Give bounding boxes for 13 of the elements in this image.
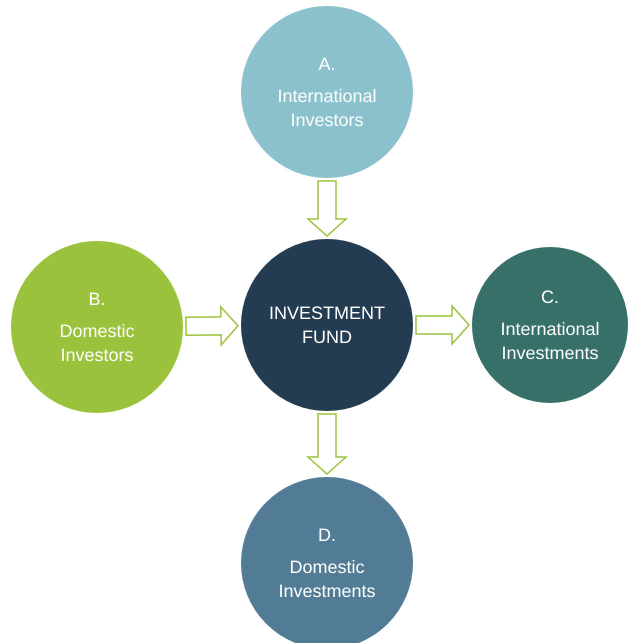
node-label: A. <box>318 53 336 76</box>
node-label: B. <box>88 288 106 311</box>
node-label: C. <box>541 286 559 309</box>
block-arrow <box>306 180 348 237</box>
node-label: Domestic Investors <box>58 320 136 367</box>
block-arrow <box>415 304 470 346</box>
block-arrow <box>185 304 239 347</box>
block-arrow <box>306 413 348 475</box>
node-label: Domestic Investments <box>277 556 377 603</box>
node-label: D. <box>318 524 336 547</box>
node-label: INVESTMENT FUND <box>268 302 386 349</box>
node-label: International Investors <box>276 85 378 132</box>
node-label: International Investments <box>499 318 601 365</box>
